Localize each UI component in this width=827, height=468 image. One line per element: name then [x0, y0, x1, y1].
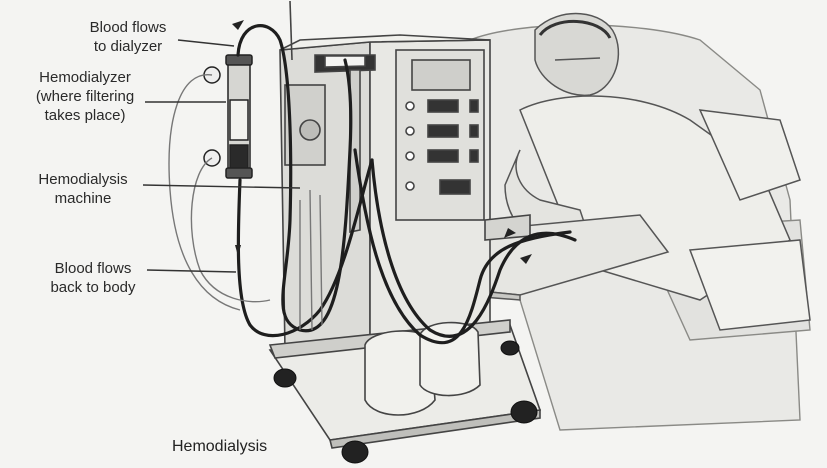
hemodialyzer: [204, 55, 252, 178]
leader-lines: [143, 40, 300, 272]
label-hemodialyzer: Hemodialyzer (where filtering takes plac…: [24, 68, 146, 125]
label-blood-back-to-body: Blood flows back to body: [40, 259, 146, 297]
figure-caption: Hemodialysis: [172, 438, 267, 456]
label-blood-to-dialyzer: Blood flows to dialyzer: [78, 18, 178, 56]
label-hemodialysis-machine: Hemodialysis machine: [24, 170, 142, 208]
